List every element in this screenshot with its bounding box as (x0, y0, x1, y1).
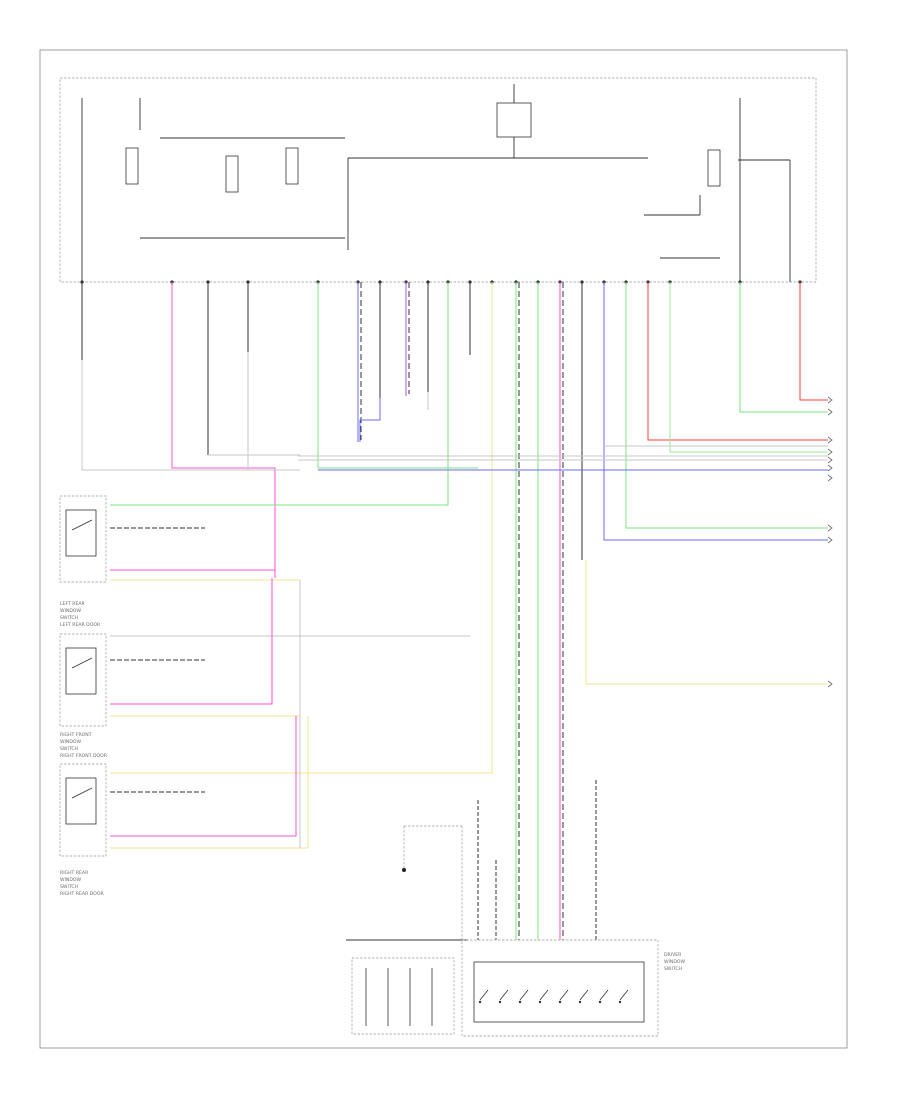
module-name-line: RIGHT REAR DOOR (60, 891, 104, 897)
wire-segment (110, 282, 493, 774)
switch-terminal (578, 1000, 582, 1004)
wire-segment (359, 398, 381, 442)
top-module-box (59, 77, 817, 283)
right-rear-window-switch: RIGHT REAR WINDOW SWITCH RIGHT REAR DOOR (59, 763, 107, 897)
top-module-terminals (80, 280, 802, 284)
connector-stub (827, 474, 833, 482)
switch-contact (499, 989, 509, 1001)
module-name-line: WINDOW (60, 877, 81, 883)
connector-stub (827, 524, 833, 532)
connector-stub (827, 456, 833, 464)
wire-segment (739, 282, 828, 413)
switch-terminal (478, 1000, 482, 1004)
wire-segment (585, 560, 828, 685)
module-name-line: DRIVER (664, 952, 682, 958)
wire-segment (317, 282, 478, 469)
module-name-line: SWITCH (60, 746, 78, 752)
switch-terminal (618, 1000, 622, 1004)
connector-stub (827, 464, 833, 472)
wire-segment (603, 282, 828, 541)
switch-terminal (518, 1000, 522, 1004)
switch-contact (539, 989, 549, 1001)
connector-stub (827, 436, 833, 444)
internal-relays (81, 84, 791, 282)
right-edge-connectors (827, 396, 833, 688)
wire-segment (171, 282, 276, 578)
module-name-line: SWITCH (664, 966, 682, 972)
switch-terminal (538, 1000, 542, 1004)
switch-contact (619, 989, 629, 1001)
switch-terminal (558, 1000, 562, 1004)
module-name-line: LEFT REAR (60, 601, 86, 607)
wire-segment (110, 282, 449, 506)
connector-stub (827, 680, 833, 688)
wire-segment (625, 282, 828, 529)
driver-window-switch: DRIVER WINDOW SWITCH (346, 939, 685, 1037)
switch-contact (559, 989, 569, 1001)
switch-contact (479, 989, 489, 1001)
connector-stub (827, 448, 833, 456)
right-front-window-switch: RIGHT FRONT WINDOW SWITCH RIGHT FRONT DO… (59, 633, 108, 759)
switch-terminal (598, 1000, 602, 1004)
wire-segment (799, 282, 828, 401)
connector-stub (827, 408, 833, 416)
horizontal-wires (81, 352, 828, 940)
module-name-line: RIGHT FRONT DOOR (60, 753, 108, 759)
switch-contact (579, 989, 589, 1001)
switch-terminal (498, 1000, 502, 1004)
wire-segment (647, 282, 828, 441)
module-name-line: WINDOW (664, 959, 685, 965)
diagram-frame (39, 49, 848, 1049)
module-name-line: RIGHT FRONT (60, 732, 92, 738)
module-name-line: SWITCH (60, 884, 78, 890)
wire-segment (110, 716, 297, 837)
wire-segment (110, 716, 309, 849)
ground-connector (402, 825, 463, 940)
vertical-wires (81, 282, 828, 940)
module-name-line: WINDOW (60, 739, 81, 745)
left-rear-window-switch: LEFT REAR WINDOW SWITCH LEFT REAR DOOR (59, 495, 107, 628)
module-name-line: SWITCH (60, 615, 78, 621)
wire-segment (669, 282, 828, 453)
wire-segment (110, 578, 273, 705)
switch-contact (519, 989, 529, 1001)
connector-stub (827, 536, 833, 544)
module-name-line: RIGHT REAR (60, 870, 89, 876)
module-name-line: WINDOW (60, 608, 81, 614)
wire-segment (81, 360, 300, 471)
connector-stub (827, 396, 833, 404)
switch-contact (599, 989, 609, 1001)
module-name-line: LEFT REAR DOOR (60, 622, 101, 628)
